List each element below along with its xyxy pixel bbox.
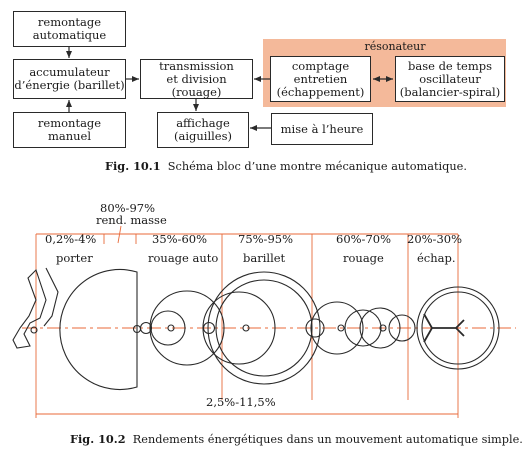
seg-rouage-auto-label: rouage auto [148, 251, 218, 265]
seg-echap-pct: 20%-30% [407, 232, 462, 246]
seg-barillet-label: barillet [243, 251, 286, 265]
seg-rouage-pct: 60%-70% [336, 232, 391, 246]
rouage-wheel-2 [310, 301, 364, 355]
remontage-automatique-line2: automatique [32, 28, 107, 42]
rouage-wheel-3 [344, 309, 382, 347]
seg-porter-label: porter [56, 251, 93, 265]
rouage-auto-wheel-2 [150, 310, 186, 346]
rouage-wheel-5 [388, 314, 416, 342]
balancier-outer [416, 286, 500, 370]
caption-fig-10-1-text: Schéma bloc d’une montre mécanique autom… [167, 160, 467, 173]
barillet-arbre [202, 291, 276, 365]
porter-wrist-strap-icon [43, 267, 59, 327]
ancre-icon [423, 313, 465, 343]
comptage-line1: comptage [291, 58, 350, 73]
rouage-pinion-4 [379, 324, 387, 332]
rend-masse-label: rend. masse [96, 213, 167, 227]
remontage-manuel-line2: manuel [47, 129, 92, 143]
comptage-line2: entretien [293, 71, 348, 86]
remontage-automatique-line1: remontage [37, 15, 102, 29]
affichage-line2: (aiguilles) [173, 129, 233, 143]
mise-a-l-heure-box: mise à l’heure [271, 113, 373, 145]
base-de-temps-line3: (balancier-spiral) [399, 84, 501, 99]
seg-porter-pct: 0,2%-4% [45, 232, 96, 246]
porter-pivot-icon [30, 326, 38, 334]
remontage-manuel-line1: remontage [37, 116, 102, 130]
rouage-auto-pinion-2 [167, 324, 175, 332]
barillet-outer [207, 271, 321, 385]
rend-masse-pct: 80%-97% [100, 201, 155, 215]
transmission-line1: transmission [159, 58, 234, 73]
rouage-wheel-1 [305, 318, 325, 338]
rend-masse-leader [117, 225, 122, 244]
seg-rouage-auto-pct: 35%-60% [152, 232, 207, 246]
accumulateur-line2: d’énergie (barillet) [14, 78, 125, 92]
base-de-temps-line1: base de temps [407, 58, 492, 73]
seg-rouage-label: rouage [343, 251, 384, 265]
comptage-line3: (échappement) [276, 84, 365, 99]
rouage-wheel-4 [359, 307, 401, 349]
affichage-box: affichage(aiguilles) [157, 112, 249, 148]
barillet-arbre-pivot [242, 324, 250, 332]
affichage-line1: affichage [176, 116, 230, 130]
resonateur-title: résonateur [364, 40, 426, 53]
balancier-inner [421, 291, 495, 365]
caption-fig-10-1-num: Fig. 10.1 [105, 159, 161, 173]
total-pct: 2,5%-11,5% [206, 395, 276, 409]
rouage-pinion-2 [337, 324, 345, 332]
seg-echap-label: échap. [417, 251, 456, 265]
caption-fig-10-1: Fig. 10.1 Schéma bloc d’une montre mécan… [105, 159, 467, 173]
caption-fig-10-2: Fig. 10.2 Rendements énergétiques dans u… [70, 432, 523, 446]
caption-fig-10-2-text: Rendements énergétiques dans un mouvemen… [132, 433, 523, 446]
mise-a-l-heure-label: mise à l’heure [280, 121, 364, 136]
masse-oscillante [59, 268, 138, 391]
accumulateur-line1: accumulateur [29, 65, 110, 79]
seg-barillet-pct: 75%-95% [238, 232, 293, 246]
base-de-temps-line2: oscillateur [419, 71, 481, 86]
caption-fig-10-2-num: Fig. 10.2 [70, 432, 126, 446]
porter-icon [12, 268, 47, 349]
rouage-auto-wheel-3 [149, 290, 225, 366]
transmission-line2: et division (rouage) [166, 71, 227, 99]
barillet-inner [215, 279, 313, 377]
